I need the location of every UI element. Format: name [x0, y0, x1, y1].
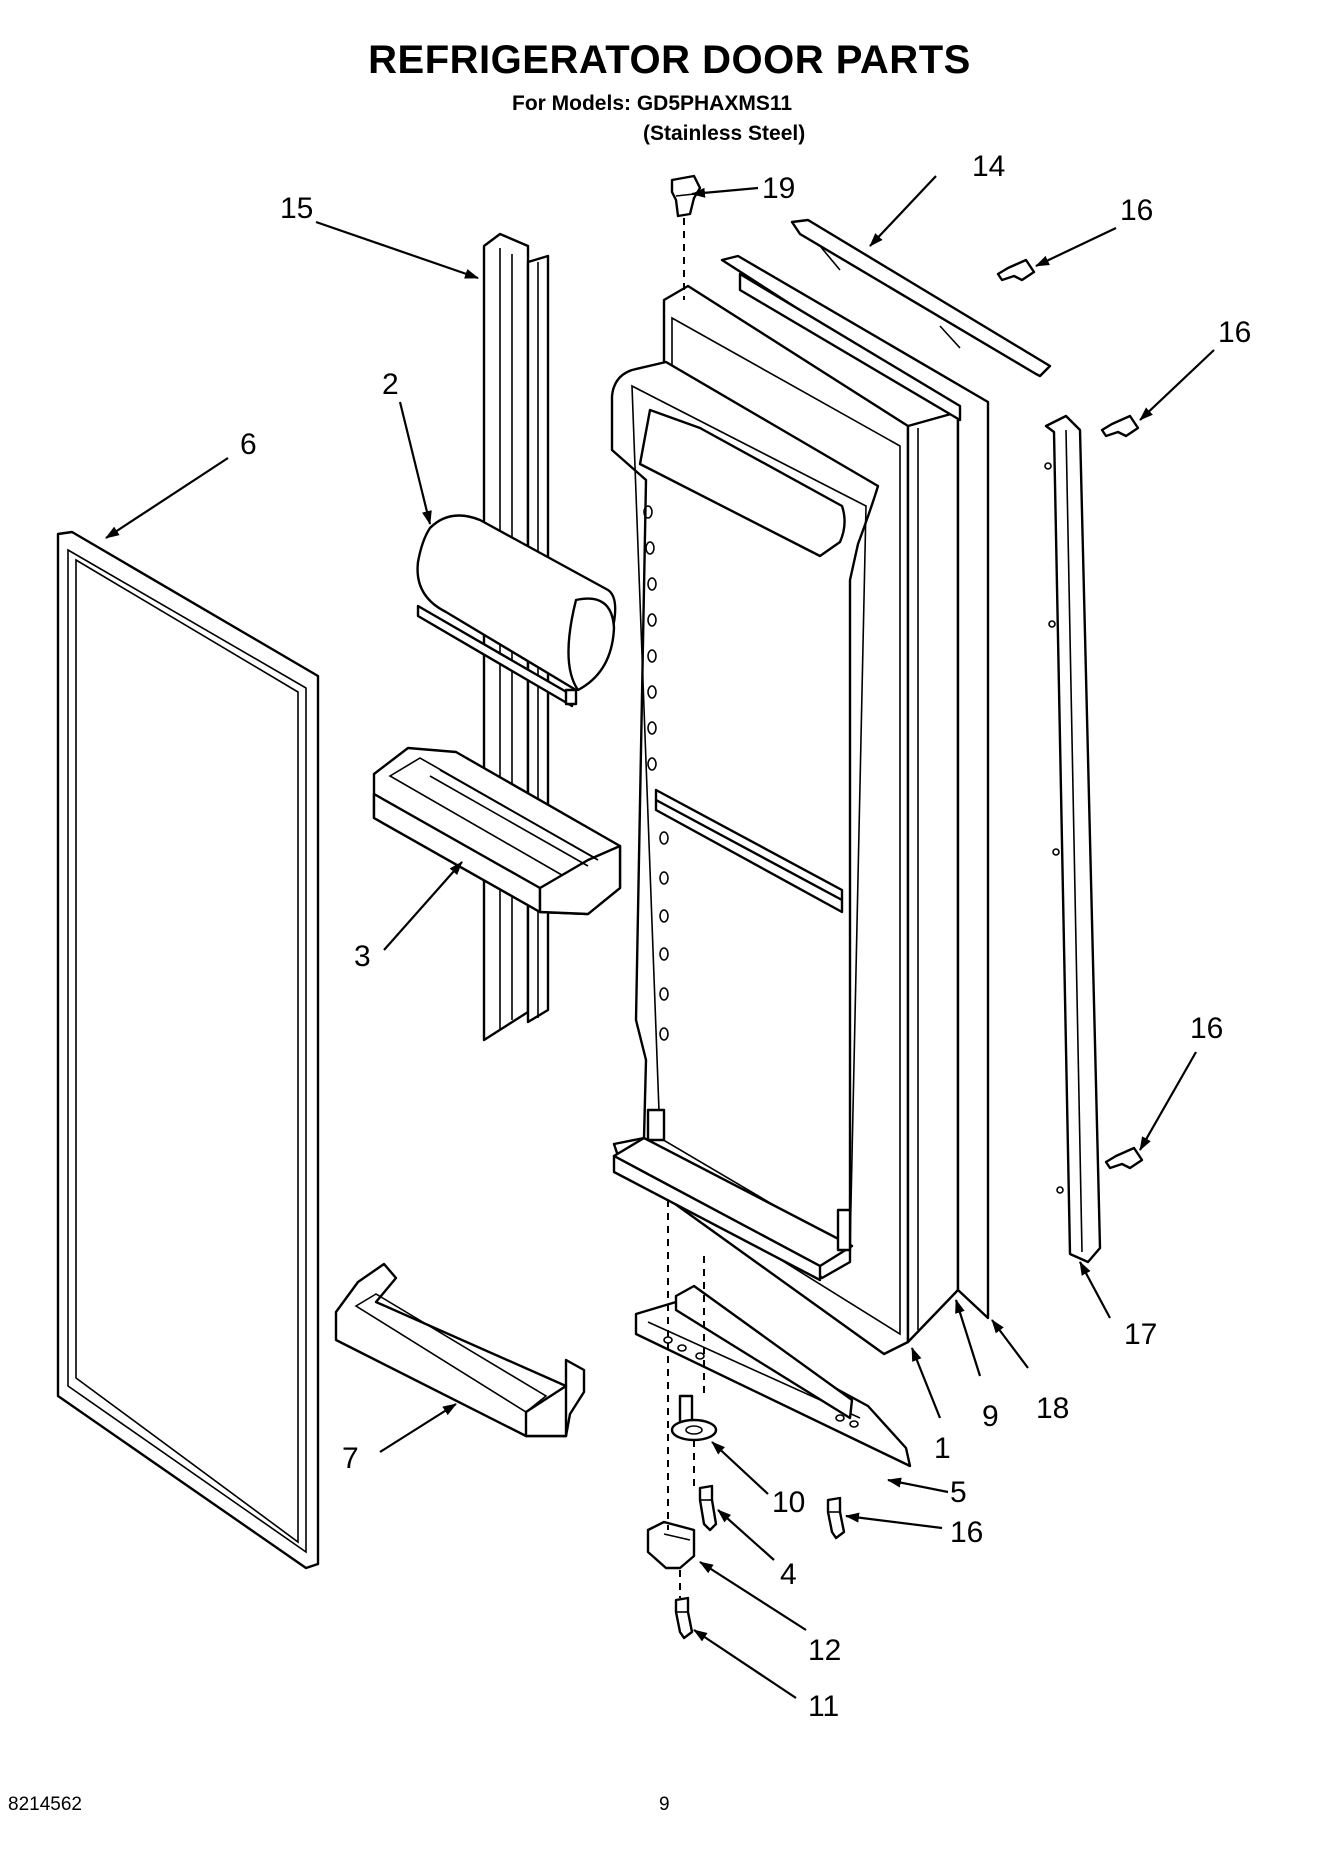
callout-15: 15	[280, 192, 313, 225]
bottom-hinge-bracket-part-5	[634, 1284, 912, 1468]
door-shelf-bin-part-3	[372, 746, 622, 916]
callout-19: 19	[762, 172, 795, 205]
door-gasket-part-6	[56, 530, 320, 1570]
callout-11: 11	[808, 1690, 839, 1723]
models-line: For Models: GD5PHAXMS11	[512, 92, 793, 115]
callout-1: 1	[934, 1432, 951, 1465]
door-stop-part-19	[670, 174, 702, 218]
callout-18: 18	[1036, 1392, 1069, 1425]
callout-4: 4	[780, 1558, 797, 1591]
screw-part-4	[698, 1484, 718, 1532]
callout-3: 3	[354, 940, 371, 973]
shelf-holes	[643, 505, 669, 1041]
page-number: 9	[659, 1794, 670, 1815]
finish-line: (Stainless Steel)	[643, 122, 806, 145]
outer-door-panel-part-18	[720, 254, 990, 1320]
page-title: REFRIGERATOR DOOR PARTS	[368, 38, 971, 82]
side-trim-part-17	[1044, 414, 1102, 1264]
callout-14: 14	[972, 150, 1005, 183]
dairy-door-part-2	[416, 514, 617, 708]
top-trim-part-14	[790, 218, 1052, 378]
door-panel-part-9	[906, 410, 960, 1344]
callout-16-bottom: 16	[950, 1516, 983, 1549]
callout-9: 9	[982, 1400, 999, 1433]
screw-part-11	[674, 1596, 694, 1640]
callout-2: 2	[382, 368, 399, 401]
callout-labels: 15 19 14 16 16 2 6 3 16 17 9 18 1 7 5 10…	[240, 150, 1251, 1723]
lower-door-bin-part-7	[334, 1262, 586, 1438]
door-liner-part-1	[610, 284, 910, 1356]
callout-16-top: 16	[1120, 194, 1153, 227]
screw-part-16-lower-side	[1104, 1146, 1144, 1170]
callout-16-side: 16	[1218, 316, 1251, 349]
leader-lines	[105, 175, 1215, 1699]
callout-10: 10	[772, 1486, 805, 1519]
callout-16-lower-side: 16	[1190, 1012, 1223, 1045]
hinge-pin-part-10	[670, 1394, 718, 1442]
callout-12: 12	[808, 1634, 841, 1667]
document-number: 8214562	[8, 1794, 82, 1815]
screw-part-16-top	[996, 258, 1036, 282]
screw-part-16-side	[1100, 414, 1140, 438]
callout-17: 17	[1124, 1318, 1157, 1351]
hinge-block-part-12	[646, 1520, 696, 1570]
callout-6: 6	[240, 428, 257, 461]
callout-7: 7	[342, 1442, 359, 1475]
screw-part-16-bottom	[826, 1496, 846, 1540]
callout-5: 5	[950, 1476, 967, 1509]
